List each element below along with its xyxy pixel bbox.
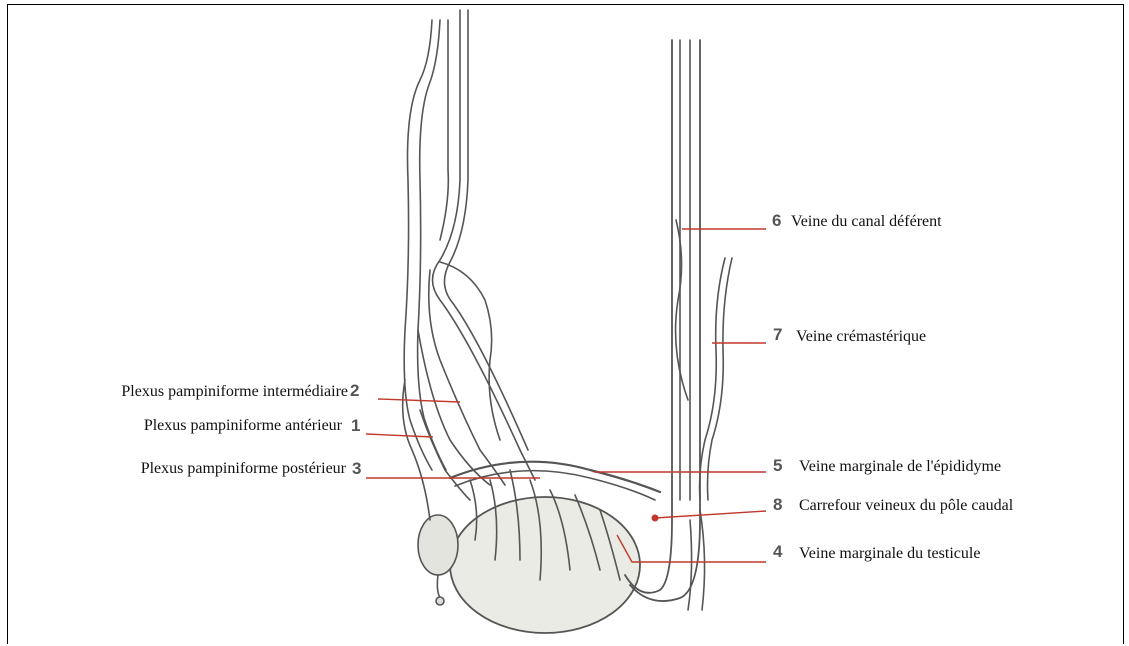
number-5: 5: [773, 457, 782, 475]
testicle: [450, 497, 640, 633]
number-8: 8: [773, 496, 782, 514]
label-carrefour-veineux: Carrefour veineux du pôle caudal: [799, 497, 1013, 515]
right-vessel-a: [625, 40, 672, 593]
label-veine-canal-deferent: Veine du canal déférent: [791, 213, 942, 231]
label-plexus-anterieur: Plexus pampiniforme antérieur: [144, 417, 342, 435]
left-loop: [440, 262, 500, 440]
label-veine-marginale-testicule: Veine marginale du testicule: [799, 545, 980, 563]
number-3: 3: [352, 460, 361, 478]
number-2: 2: [350, 382, 359, 400]
leader-line-2: [378, 399, 460, 402]
leader-line-1: [366, 434, 433, 437]
number-6: 6: [772, 212, 781, 230]
appendix-lobe: [418, 515, 458, 575]
number-7: 7: [773, 326, 782, 344]
caudal-pole-marker: [652, 515, 659, 522]
label-veine-cremasterique: Veine crémastérique: [796, 328, 926, 346]
number-1: 1: [351, 417, 360, 435]
number-4: 4: [773, 543, 782, 561]
label-plexus-posterieur: Plexus pampiniforme postérieur: [141, 460, 346, 478]
label-veine-marginale-epididyme: Veine marginale de l'épididyme: [799, 458, 1001, 476]
label-plexus-intermediaire: Plexus pampiniforme intermédiaire: [121, 383, 348, 401]
cremasteric-vein: [700, 258, 725, 500]
